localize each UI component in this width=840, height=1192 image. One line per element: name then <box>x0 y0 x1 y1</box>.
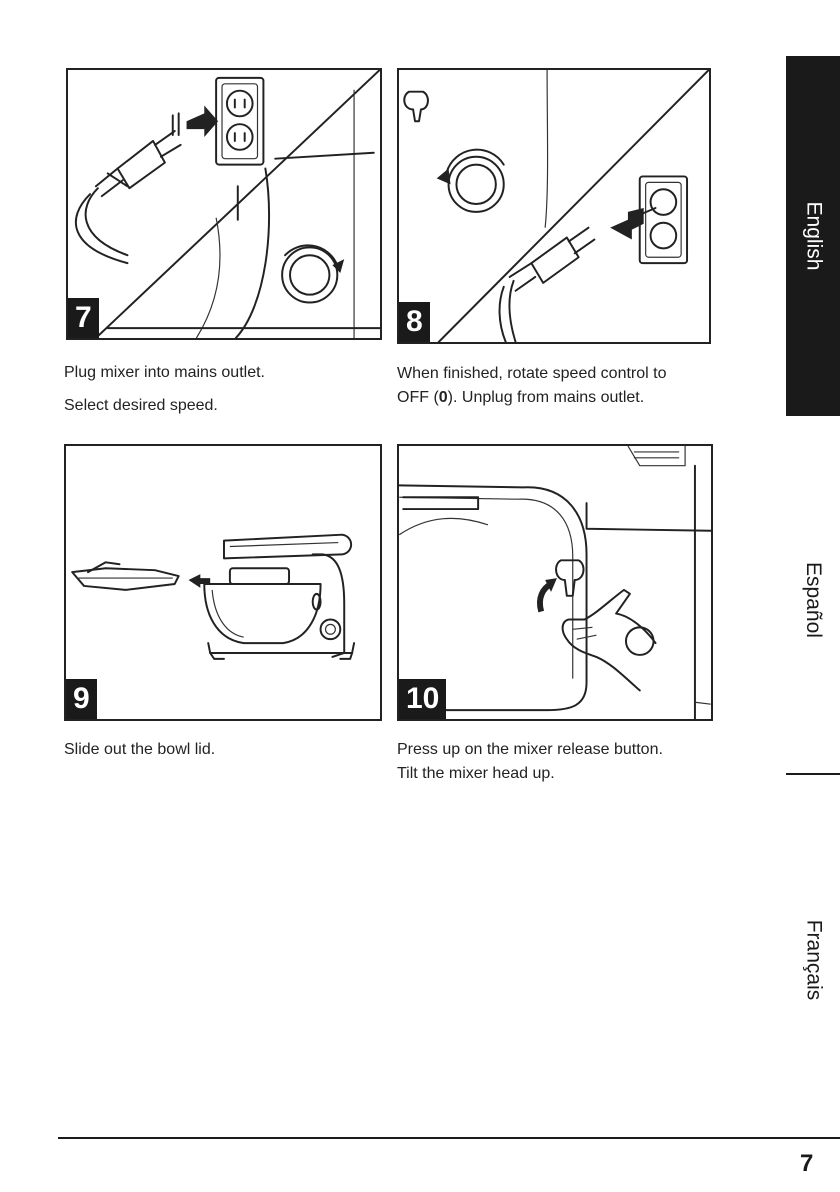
step-number-badge: 7 <box>68 298 99 338</box>
plug-into-outlet-illustration <box>68 70 380 338</box>
unplug-from-outlet-illustration <box>399 70 709 342</box>
footer-rule <box>58 1137 840 1139</box>
step-8-caption: When finished, rotate speed control to O… <box>397 362 727 410</box>
step-9-caption: Slide out the bowl lid. <box>64 738 384 762</box>
step-number-badge: 10 <box>399 679 446 719</box>
caption-line: When finished, rotate speed control to <box>397 362 727 386</box>
caption-line: Press up on the mixer release button. <box>397 738 727 762</box>
off-position-value: 0 <box>439 389 448 406</box>
caption-line: Plug mixer into mains outlet. <box>64 361 384 385</box>
step-10-caption: Press up on the mixer release button. Ti… <box>397 738 727 786</box>
step-7-illustration: 7 <box>66 68 382 340</box>
caption-line: OFF (0). Unplug from mains outlet. <box>397 386 727 410</box>
step-10-illustration: 10 <box>397 444 713 721</box>
slide-out-bowl-lid-illustration <box>66 446 380 719</box>
tab-label: Español <box>801 562 825 638</box>
step-number-badge: 8 <box>399 302 430 342</box>
tab-english[interactable]: English <box>786 56 840 416</box>
caption-line: Select desired speed. <box>64 394 384 418</box>
step-9-illustration: 9 <box>64 444 382 721</box>
tab-espanol[interactable]: Español <box>786 500 840 700</box>
page-number: 7 <box>800 1150 813 1178</box>
step-number-badge: 9 <box>66 679 97 719</box>
step-8-illustration: 8 <box>397 68 711 344</box>
caption-line: Slide out the bowl lid. <box>64 738 384 762</box>
caption-line: Tilt the mixer head up. <box>397 762 727 786</box>
tab-label: Français <box>801 920 825 1001</box>
tab-divider <box>786 773 840 775</box>
tab-label: English <box>801 202 825 271</box>
tab-francais[interactable]: Français <box>786 860 840 1060</box>
step-7-caption: Plug mixer into mains outlet. Select des… <box>64 361 384 418</box>
